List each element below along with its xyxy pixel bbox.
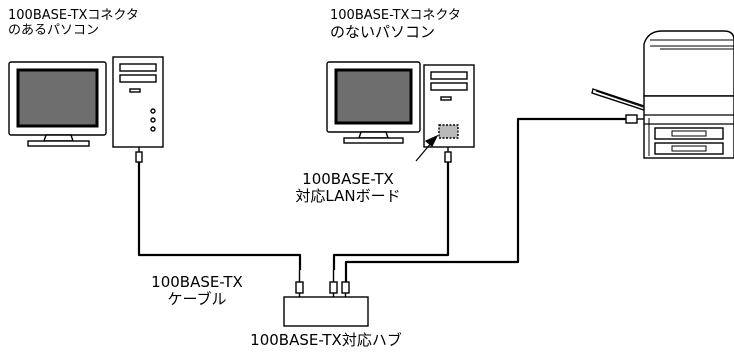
label-cable: 100BASE-TX ケーブル [140, 274, 254, 309]
pc-left-screen [18, 70, 97, 126]
label-pc-with-connector-line1: 100BASE-TXコネクタ [8, 9, 139, 24]
pc-left-plug [136, 152, 142, 162]
hub-port-3 [342, 282, 349, 293]
label-cable-line1: 100BASE-TX [140, 274, 254, 291]
label-pc-without-connector: 100BASE-TXコネクタ のないパソコン [330, 9, 461, 41]
pc-left [9, 57, 163, 162]
label-pc-without-connector-line1: 100BASE-TXコネクタ [330, 9, 461, 24]
pc-middle-plug [445, 152, 451, 162]
label-lan-board-line2: 対応LANボード [273, 188, 423, 205]
pc-middle [327, 62, 474, 162]
printer-plug [626, 115, 637, 123]
hub [284, 270, 368, 326]
label-pc-with-connector-line2: のあるパソコン [8, 24, 139, 39]
pc-middle-monitor-base [359, 132, 388, 138]
lan-board [439, 125, 458, 138]
hub-body [284, 297, 368, 326]
printer [592, 31, 734, 158]
label-pc-with-connector: 100BASE-TXコネクタ のあるパソコン [8, 9, 139, 39]
pc-middle-screen [336, 70, 411, 123]
label-cable-line2: ケーブル [140, 291, 254, 308]
hub-port-2 [330, 282, 337, 293]
label-hub: 100BASE-TX対応ハブ [226, 332, 426, 349]
pc-left-monitor-stand [28, 141, 89, 146]
pc-left-monitor-base [44, 135, 73, 141]
label-lan-board-line1: 100BASE-TX [273, 171, 423, 188]
hub-port-1 [296, 282, 303, 293]
label-hub-text: 100BASE-TX対応ハブ [226, 332, 426, 349]
label-lan-board: 100BASE-TX 対応LANボード [273, 171, 423, 206]
label-pc-without-connector-line2: のないパソコン [330, 24, 461, 41]
pc-middle-monitor-stand [344, 138, 403, 143]
printer-top [644, 31, 734, 96]
